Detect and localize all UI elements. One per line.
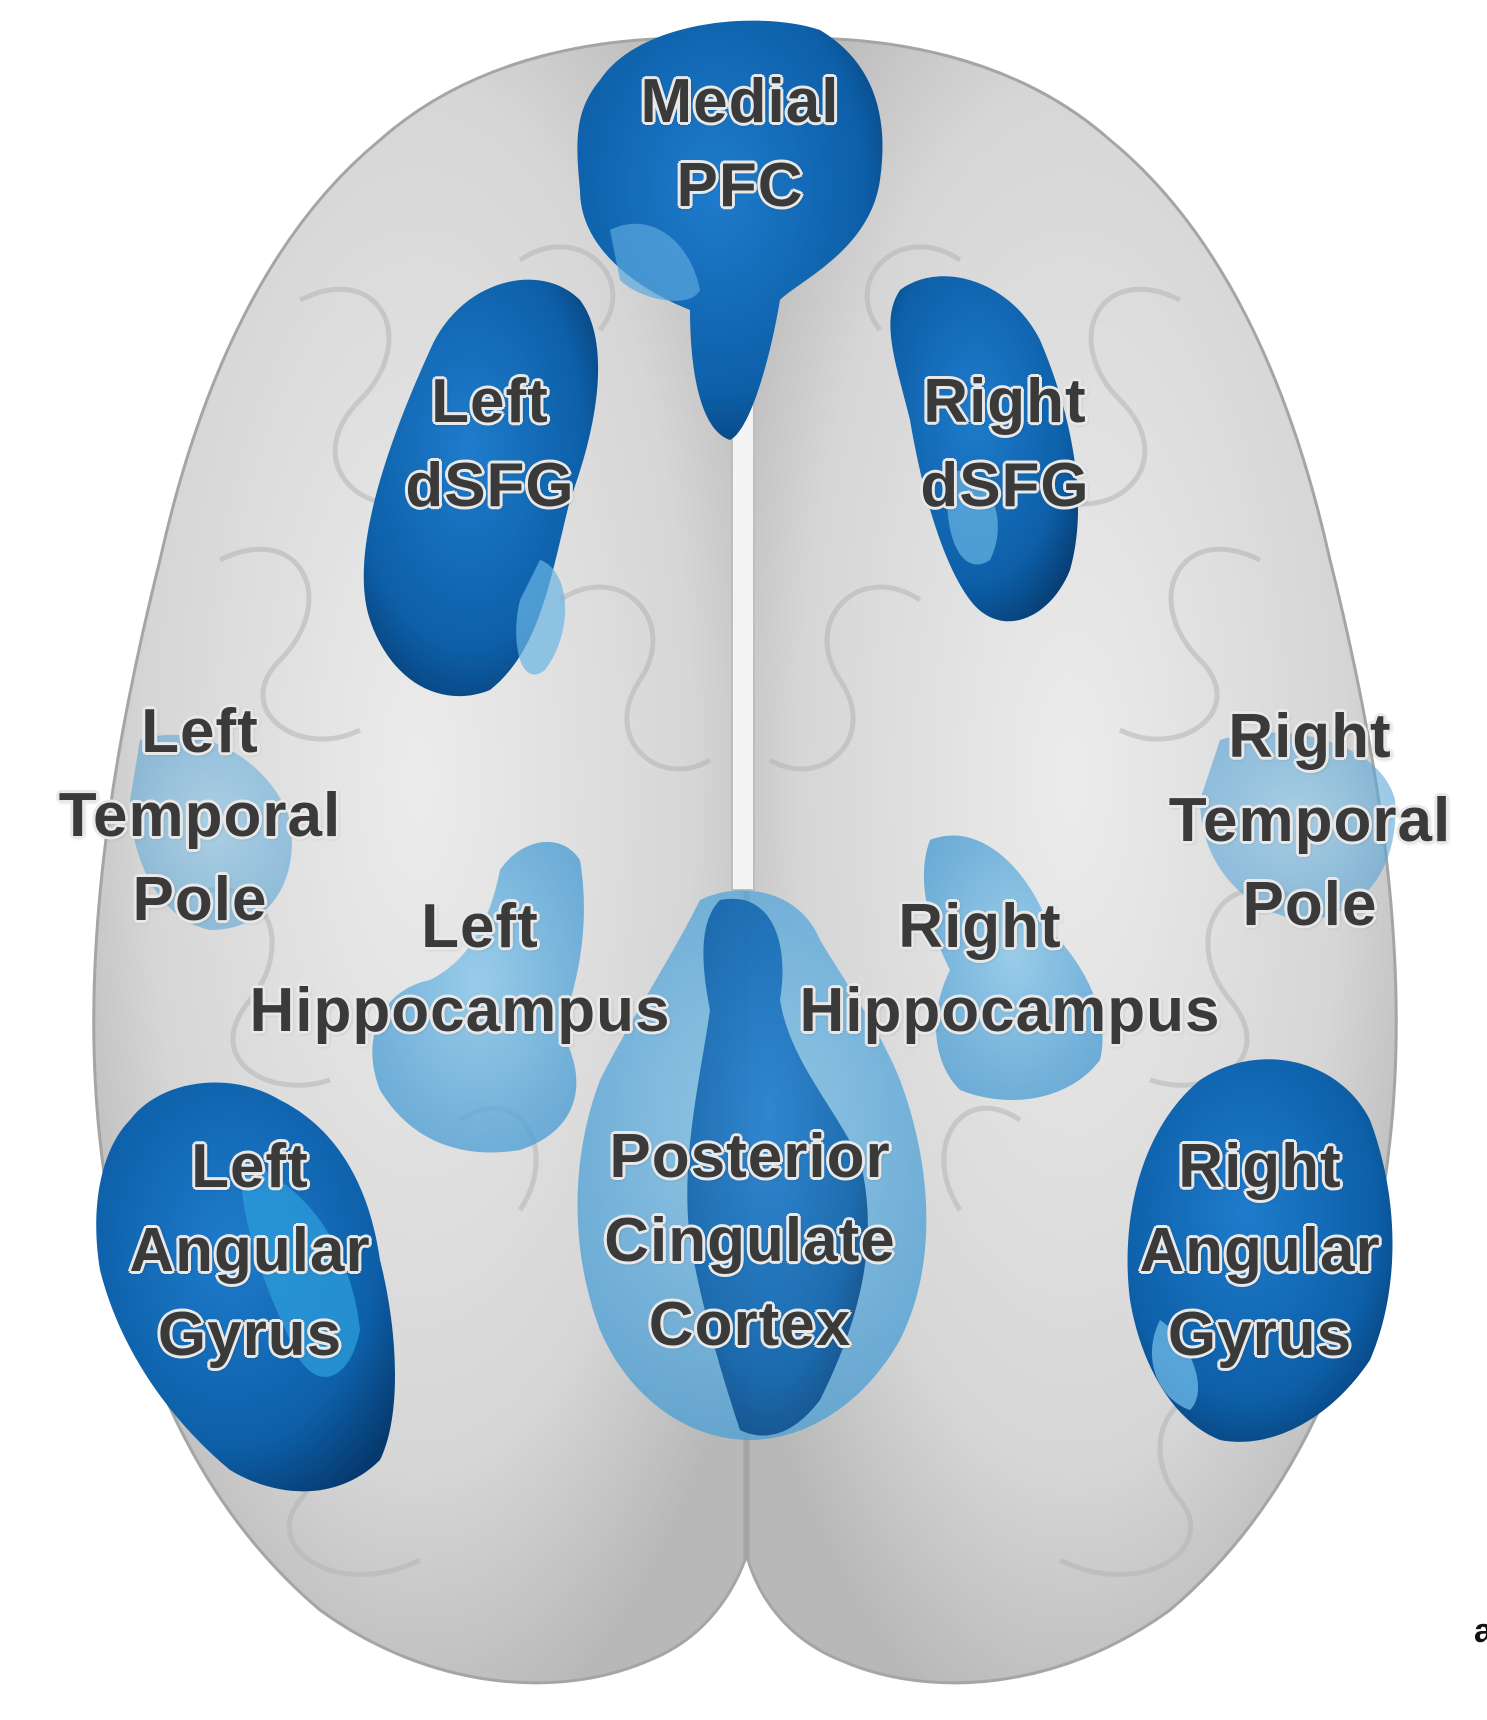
label-line: Medial [610,60,870,144]
label-line: Left [220,885,700,969]
label-line: Right [890,360,1120,444]
label-line: Left [100,1125,400,1209]
label-line: Temporal [40,774,360,858]
label-line: Left [380,360,600,444]
label-line: Angular [100,1209,400,1293]
label-line: Gyrus [1110,1293,1410,1377]
label-line: PFC [610,144,870,228]
label-line: dSFG [380,444,600,528]
label-medial-pfc: Medial PFC [610,60,870,228]
label-left-angular-gyrus: Left Angular Gyrus [100,1125,400,1377]
label-line: Angular [1110,1209,1410,1293]
label-line: Hippocampus [770,969,1250,1053]
label-line: Hippocampus [220,969,700,1053]
label-posterior-cingulate-cortex: Posterior Cingulate Cortex [580,1115,920,1367]
label-left-hippocampus: Left Hippocampus [220,885,700,1053]
label-line: Gyrus [100,1293,400,1377]
label-left-dsfg: Left dSFG [380,360,600,528]
label-right-angular-gyrus: Right Angular Gyrus [1110,1125,1410,1377]
panel-letter: a [1474,1612,1487,1651]
label-line: Posterior [580,1115,920,1199]
label-line: Right [1150,695,1470,779]
label-line: Cortex [580,1283,920,1367]
label-right-hippocampus: Right Hippocampus [770,885,1250,1053]
label-right-dsfg: Right dSFG [890,360,1120,528]
label-line: Right [770,885,1250,969]
label-line: dSFG [890,444,1120,528]
label-line: Right [1110,1125,1410,1209]
label-line: Left [40,690,360,774]
label-line: Cingulate [580,1199,920,1283]
label-line: Temporal [1150,779,1470,863]
